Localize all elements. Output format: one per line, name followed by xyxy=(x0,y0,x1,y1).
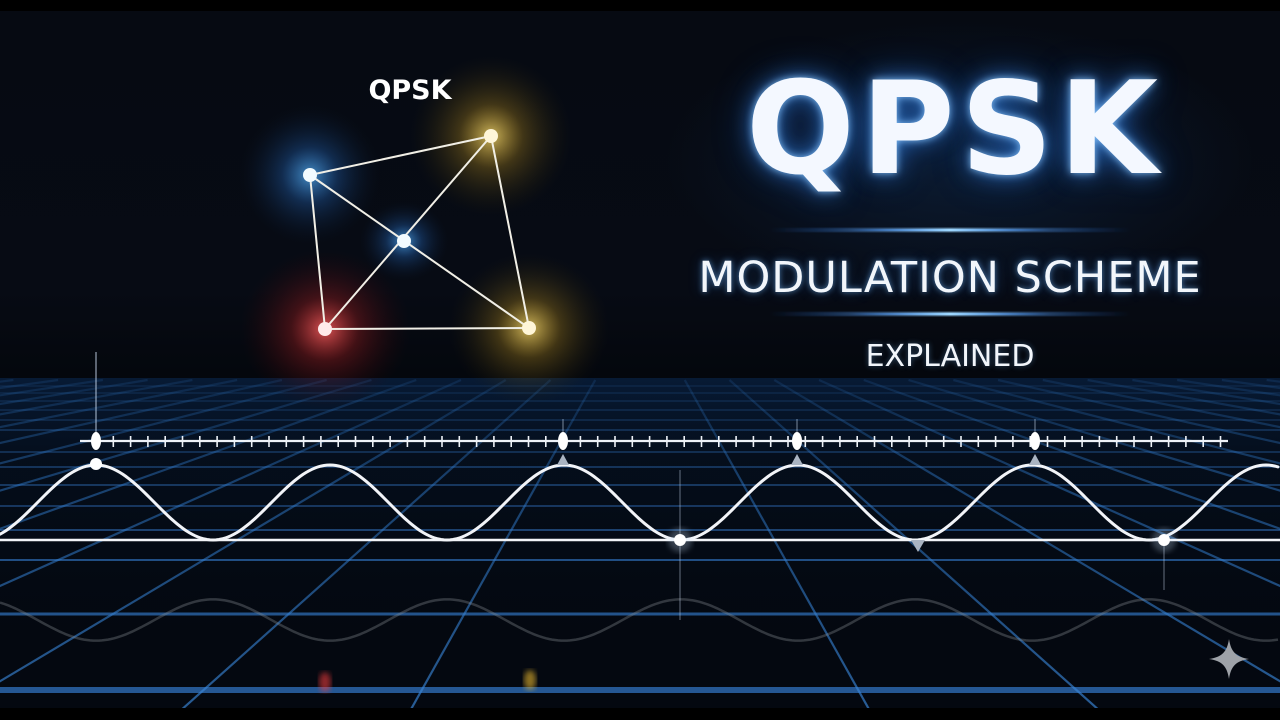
constellation-edges xyxy=(309,135,530,330)
scene: QPSK QPSK MODULATION SCHEME EXPLAINED xyxy=(0,11,1280,708)
constellation-points xyxy=(303,129,536,336)
letterbox-top xyxy=(0,0,1280,11)
point-yellow-lower-right xyxy=(522,321,536,335)
letterbox-bottom xyxy=(0,708,1280,720)
trough-dots xyxy=(668,528,1176,552)
trough-indicator xyxy=(911,540,925,552)
grid-perspective-lines xyxy=(0,378,1280,708)
tagline: EXPLAINED xyxy=(865,339,1035,374)
sparkle-icon xyxy=(1209,639,1249,679)
title-glow-line-bottom-core xyxy=(850,313,1050,315)
point-blue-upper-left xyxy=(303,168,317,182)
title-glow-line-top-core xyxy=(850,229,1050,231)
point-yellow-upper-right xyxy=(484,129,498,143)
peak-indicators xyxy=(557,454,1041,465)
qpsk-waveform xyxy=(0,463,1280,542)
constellation-glows xyxy=(240,56,609,409)
symbol-markers xyxy=(91,419,1040,450)
point-blue-center xyxy=(397,234,411,248)
point-red-lower-left xyxy=(318,322,332,336)
subtitle: MODULATION SCHEME xyxy=(698,253,1202,303)
reflection-glows xyxy=(319,670,536,692)
background-graphics xyxy=(0,56,1280,708)
waveform-reflection xyxy=(0,598,1279,642)
main-title: QPSK xyxy=(746,55,1164,204)
constellation-label: QPSK xyxy=(368,75,452,106)
peak-dot xyxy=(90,458,102,470)
time-axis-ticks xyxy=(95,436,1222,447)
